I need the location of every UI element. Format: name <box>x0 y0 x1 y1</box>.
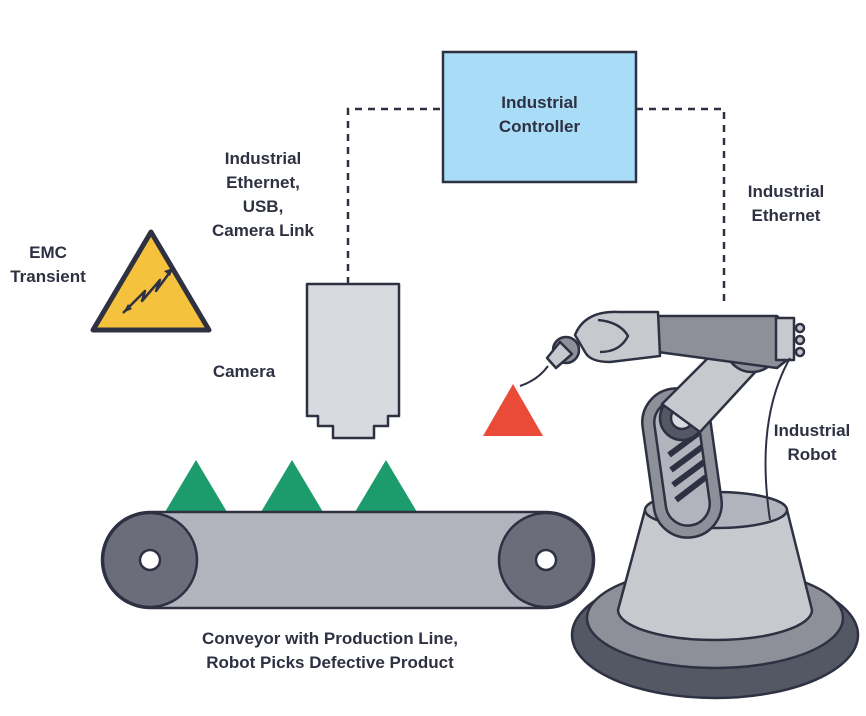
product-2 <box>261 460 323 512</box>
robot-label-line-2: Robot <box>787 445 837 464</box>
camera-link-line-1: Industrial <box>224 149 302 168</box>
robot-label-line-1: Industrial <box>773 421 851 440</box>
robot-link-line-1: Industrial <box>747 182 825 201</box>
camera-link-label: Industrial Ethernet, USB, Camera Link <box>193 147 333 243</box>
camera-label: Camera <box>196 360 292 384</box>
emc-label: EMC Transient <box>0 241 96 289</box>
emc-label-line-1: EMC <box>29 243 67 262</box>
robot-link-line-2: Ethernet <box>751 206 821 225</box>
camera-body <box>305 282 401 440</box>
camera-label-text: Camera <box>212 362 276 381</box>
conveyor-products <box>165 460 417 512</box>
product-3 <box>355 460 417 512</box>
connection-lines <box>346 107 726 307</box>
defective-product <box>483 384 543 436</box>
controller-label-line-1: Industrial <box>501 93 578 112</box>
camera-link-line-2: Ethernet, <box>226 173 300 192</box>
conveyor-label: Conveyor with Production Line, Robot Pic… <box>160 627 500 675</box>
controller-box <box>441 50 638 184</box>
robot-link-label: Industrial Ethernet <box>727 180 845 228</box>
lightning-warning-icon <box>90 229 212 333</box>
camera-link-line-3: USB, <box>242 197 284 216</box>
industrial-robot <box>519 310 860 700</box>
camera-link-line-4: Camera Link <box>211 221 315 240</box>
product-1 <box>165 460 227 512</box>
robot-label: Industrial Robot <box>760 419 864 467</box>
camera-controller-link <box>346 107 443 284</box>
conveyor-label-line-1: Conveyor with Production Line, <box>202 629 458 648</box>
emc-label-line-2: Transient <box>10 267 86 286</box>
conveyor-label-line-2: Robot Picks Defective Product <box>206 653 454 672</box>
controller-label: Industrial Controller <box>443 91 636 139</box>
controller-label-line-2: Controller <box>498 117 581 136</box>
robot-controller-link <box>636 107 726 307</box>
conveyor-belt <box>100 510 596 610</box>
